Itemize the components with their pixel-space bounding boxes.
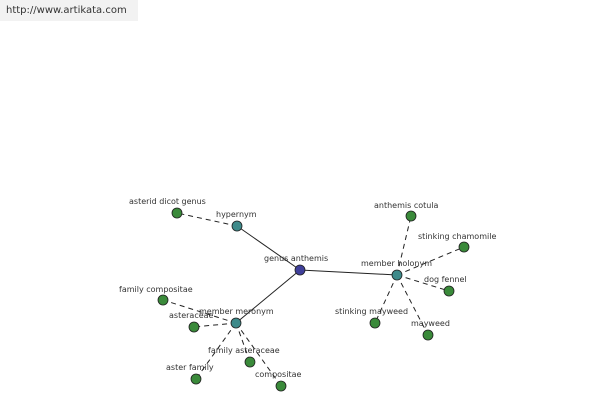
leaf-node-compositae[interactable] bbox=[275, 380, 287, 392]
leaf-node-mayweed[interactable] bbox=[422, 329, 434, 341]
leaf-label-compositae[interactable]: compositae bbox=[255, 370, 301, 379]
leaf-node-asterfam[interactable] bbox=[190, 373, 202, 385]
leaf-node-asterid[interactable] bbox=[171, 207, 183, 219]
relation-label-meronym[interactable]: member meronym bbox=[199, 307, 274, 316]
leaf-node-stinkmay[interactable] bbox=[369, 317, 381, 329]
relation-node-hypernym[interactable] bbox=[231, 220, 243, 232]
leaf-label-stinkmay[interactable]: stinking mayweed bbox=[335, 307, 408, 316]
leaf-label-asteraceae[interactable]: asteraceae bbox=[169, 311, 214, 320]
leaf-node-famaster[interactable] bbox=[244, 356, 256, 368]
edge-center-meronym bbox=[235, 269, 301, 324]
leaf-label-cotula[interactable]: anthemis cotula bbox=[374, 201, 439, 210]
edge-meronym-famcomp bbox=[162, 299, 237, 324]
leaf-label-dogfennel[interactable]: dog fennel bbox=[424, 275, 467, 284]
leaf-node-cotula[interactable] bbox=[405, 210, 417, 222]
center-node-center[interactable] bbox=[294, 264, 306, 276]
edge-meronym-famaster bbox=[235, 322, 251, 363]
edge-meronym-compositae bbox=[235, 322, 282, 387]
leaf-label-famcomp[interactable]: family compositae bbox=[119, 285, 193, 294]
site-url[interactable]: http://www.artikata.com bbox=[0, 0, 138, 21]
leaf-node-famcomp[interactable] bbox=[157, 294, 169, 306]
edge-holonym-cotula bbox=[396, 215, 412, 276]
relation-label-hypernym[interactable]: hypernym bbox=[216, 210, 257, 219]
edge-holonym-mayweed bbox=[396, 274, 429, 336]
relation-node-holonym[interactable] bbox=[391, 269, 403, 281]
edge-center-holonym bbox=[299, 269, 398, 276]
edge-hypernym-asterid bbox=[176, 212, 238, 227]
leaf-label-famaster[interactable]: family asteraceae bbox=[208, 346, 280, 355]
leaf-label-mayweed[interactable]: mayweed bbox=[411, 319, 450, 328]
relation-node-meronym[interactable] bbox=[230, 317, 242, 329]
center-label-center[interactable]: genus anthemis bbox=[264, 254, 328, 263]
edge-meronym-asterfam bbox=[195, 322, 237, 380]
leaf-label-asterfam[interactable]: aster family bbox=[166, 363, 214, 372]
edge-holonym-dogfennel bbox=[396, 274, 450, 292]
relation-label-holonym[interactable]: member holonym bbox=[361, 259, 432, 268]
nodes-layer bbox=[157, 207, 470, 392]
labels-layer: asterid dicot genus anthemis cotula stinki… bbox=[119, 197, 496, 379]
leaf-node-dogfennel[interactable] bbox=[443, 285, 455, 297]
leaf-label-chamomile[interactable]: stinking chamomile bbox=[418, 232, 496, 241]
edge-holonym-chamomile bbox=[396, 246, 465, 276]
leaf-node-asteraceae[interactable] bbox=[188, 321, 200, 333]
leaf-label-asterid[interactable]: asterid dicot genus bbox=[129, 197, 206, 206]
leaf-node-chamomile[interactable] bbox=[458, 241, 470, 253]
edge-center-hypernym bbox=[236, 225, 301, 271]
edge-meronym-asteraceae bbox=[193, 322, 237, 328]
edges-layer bbox=[162, 212, 465, 387]
